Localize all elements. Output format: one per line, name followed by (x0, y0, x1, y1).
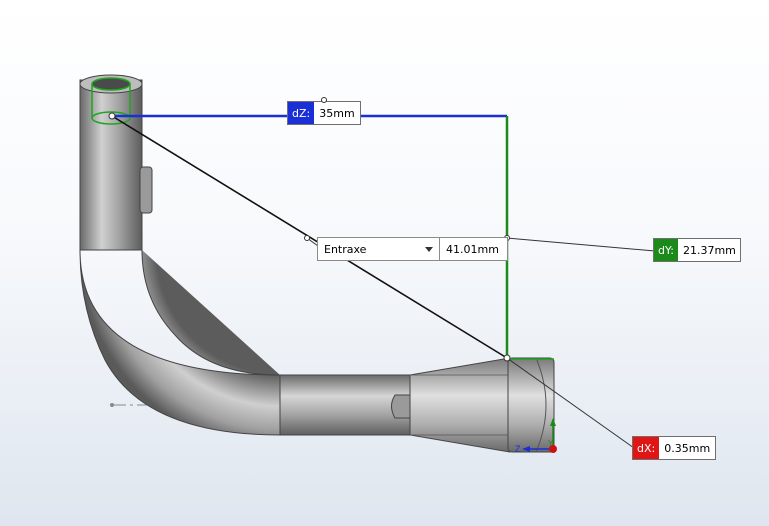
end-cap (507, 357, 555, 453)
vertical-pipe (79, 79, 143, 251)
entraxe-callout[interactable]: Entraxe 41.01mm (317, 237, 508, 261)
measure-endpoint[interactable] (503, 354, 511, 362)
dz-anchor (321, 97, 327, 103)
cone-section (409, 357, 511, 453)
centerline-end (110, 403, 114, 407)
triad-y-label: Y (548, 439, 554, 448)
entraxe-label: Entraxe (324, 242, 367, 256)
dx-callout[interactable]: dX: 0.35mm (632, 436, 717, 460)
chevron-down-icon (425, 246, 433, 252)
pipe-bore (91, 77, 131, 91)
dz-value: 35mm (314, 102, 361, 124)
dz-tag: dZ: (288, 102, 315, 124)
measure-endpoint[interactable] (108, 112, 116, 120)
entraxe-value: 41.01mm (446, 242, 499, 256)
triad-z-label: Z (515, 444, 521, 454)
dy-tag: dY: (654, 239, 678, 261)
leader-dy (506, 237, 656, 252)
leader-dx (506, 357, 635, 449)
bore-bottom (91, 111, 131, 125)
dy-callout[interactable]: dY: 21.37mm (653, 238, 741, 262)
dz-callout[interactable]: dZ: 35mm (287, 101, 362, 125)
horizontal-pipe (279, 374, 413, 436)
entraxe-dropdown[interactable]: Entraxe (318, 238, 440, 260)
dy-value: 21.37mm (677, 239, 740, 261)
coordinate-triad: Z Y (515, 418, 557, 454)
pipe-bend-top-edge (141, 249, 281, 376)
dx-value: 0.35mm (659, 437, 716, 459)
bore-highlight (91, 84, 131, 118)
leader-anchor (304, 235, 310, 241)
pipe-bend-inner (142, 250, 280, 375)
dx-tag: dX: (633, 437, 660, 459)
end-cap-face (535, 357, 547, 453)
side-tab (139, 166, 153, 214)
pipe-bend (79, 249, 281, 436)
pipe-part[interactable] (79, 74, 555, 453)
